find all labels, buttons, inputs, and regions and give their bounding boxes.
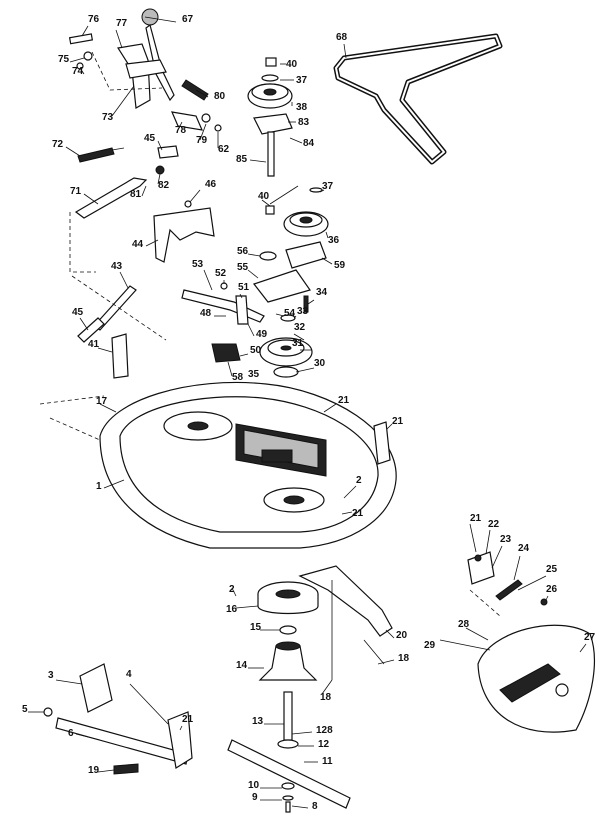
part-label-l18b: 18 bbox=[320, 692, 332, 703]
part-label-l44: 44 bbox=[132, 239, 144, 250]
part-label-l59: 59 bbox=[334, 260, 346, 271]
part-label-l2a: 2 bbox=[356, 475, 362, 486]
link-rod-and-bracket bbox=[71, 271, 167, 379]
part-label-l34: 34 bbox=[316, 287, 328, 298]
part-label-l19: 19 bbox=[88, 765, 100, 776]
part-label-l75: 75 bbox=[58, 54, 70, 65]
part-label-l72: 72 bbox=[52, 139, 64, 150]
part-label-l51: 51 bbox=[238, 282, 250, 293]
part-label-l46: 46 bbox=[205, 179, 217, 190]
part-label-l41: 41 bbox=[88, 339, 100, 350]
part-label-l68: 68 bbox=[336, 32, 348, 43]
part-label-l85: 85 bbox=[236, 154, 248, 165]
part-label-l31: 31 bbox=[292, 338, 304, 349]
part-label-l36: 36 bbox=[328, 235, 340, 246]
part-label-l13: 13 bbox=[252, 716, 264, 727]
part-label-l58: 58 bbox=[232, 372, 244, 383]
part-label-l21b: 21 bbox=[392, 416, 404, 427]
part-label-l11: 11 bbox=[322, 756, 333, 767]
part-label-l35: 35 bbox=[248, 369, 260, 380]
part-label-l3: 3 bbox=[48, 670, 54, 681]
part-label-l32: 32 bbox=[294, 322, 306, 333]
discharge-rods bbox=[298, 565, 395, 695]
part-label-l45a: 45 bbox=[144, 133, 156, 144]
part-label-l4: 4 bbox=[126, 669, 132, 680]
part-label-l10: 10 bbox=[248, 780, 260, 791]
part-label-l16: 16 bbox=[226, 604, 238, 615]
part-label-l8: 8 bbox=[312, 801, 318, 812]
part-label-l84: 84 bbox=[303, 138, 315, 149]
part-label-l80: 80 bbox=[214, 91, 226, 102]
part-label-l21c: 21 bbox=[352, 508, 364, 519]
part-label-l17: 17 bbox=[96, 396, 108, 407]
idler-pulley-lower bbox=[247, 185, 333, 303]
part-label-l38: 38 bbox=[296, 102, 308, 113]
part-label-l48: 48 bbox=[200, 308, 212, 319]
part-label-l53: 53 bbox=[192, 259, 204, 270]
part-label-l12: 12 bbox=[318, 739, 330, 750]
part-label-l29: 29 bbox=[424, 640, 436, 651]
part-label-l5: 5 bbox=[22, 704, 28, 715]
part-label-l82: 82 bbox=[158, 180, 170, 191]
part-label-l25: 25 bbox=[546, 564, 558, 575]
part-label-l83: 83 bbox=[298, 117, 310, 128]
part-label-l33: 33 bbox=[297, 306, 309, 317]
part-label-l18a: 18 bbox=[398, 653, 410, 664]
mower-deck-housing bbox=[39, 381, 397, 549]
part-label-l52: 52 bbox=[215, 268, 227, 279]
part-label-l27: 27 bbox=[584, 632, 596, 643]
part-label-l76: 76 bbox=[88, 14, 100, 25]
part-label-l45b: 45 bbox=[72, 307, 84, 318]
part-label-l43: 43 bbox=[111, 261, 123, 272]
part-label-l81: 81 bbox=[130, 189, 142, 200]
part-label-l77: 77 bbox=[116, 18, 128, 29]
part-label-l9: 9 bbox=[252, 792, 258, 803]
idler-pulley-upper bbox=[247, 57, 303, 177]
part-label-l30: 30 bbox=[314, 358, 326, 369]
part-label-l49: 49 bbox=[256, 329, 268, 340]
part-label-l14: 14 bbox=[236, 660, 248, 671]
part-label-l23: 23 bbox=[500, 534, 512, 545]
part-label-l62: 62 bbox=[218, 144, 230, 155]
part-label-l2b: 2 bbox=[229, 584, 235, 595]
part-label-l55: 55 bbox=[237, 262, 249, 273]
belt-guard bbox=[145, 189, 215, 263]
discharge-deflector bbox=[439, 523, 595, 733]
part-label-l6: 6 bbox=[68, 728, 74, 739]
lift-spring-and-rods bbox=[65, 140, 179, 273]
part-label-l79: 79 bbox=[196, 135, 208, 146]
part-label-l73: 73 bbox=[102, 112, 114, 123]
part-label-l37b: 37 bbox=[322, 181, 334, 192]
part-label-l15: 15 bbox=[250, 622, 262, 633]
part-label-l54: 54 bbox=[284, 308, 296, 319]
part-label-l71: 71 bbox=[70, 186, 82, 197]
part-label-l21e: 21 bbox=[182, 714, 194, 725]
part-label-l78: 78 bbox=[175, 125, 187, 136]
deck-lift-arm bbox=[28, 663, 193, 775]
part-label-l24: 24 bbox=[518, 543, 530, 554]
part-label-l67: 67 bbox=[182, 14, 194, 25]
deck-lift-lever-assembly bbox=[68, 8, 222, 148]
part-label-l22: 22 bbox=[488, 519, 500, 530]
part-label-l21a: 21 bbox=[338, 395, 350, 406]
part-label-l37a: 37 bbox=[296, 75, 308, 86]
part-label-l26: 26 bbox=[546, 584, 558, 595]
part-label-l40b: 40 bbox=[258, 191, 270, 202]
part-label-l50: 50 bbox=[250, 345, 262, 356]
drive-belt bbox=[333, 33, 503, 165]
part-label-l40a: 40 bbox=[286, 59, 298, 70]
part-label-l1: 1 bbox=[96, 481, 102, 492]
part-label-l56: 56 bbox=[237, 246, 249, 257]
part-label-l28: 28 bbox=[458, 619, 470, 630]
idler-arm bbox=[181, 269, 315, 378]
part-label-l74: 74 bbox=[72, 66, 84, 77]
part-label-l128: 128 bbox=[316, 725, 333, 736]
spindle-assembly bbox=[227, 581, 351, 813]
part-label-l20: 20 bbox=[396, 630, 408, 641]
part-label-l21d: 21 bbox=[470, 513, 482, 524]
